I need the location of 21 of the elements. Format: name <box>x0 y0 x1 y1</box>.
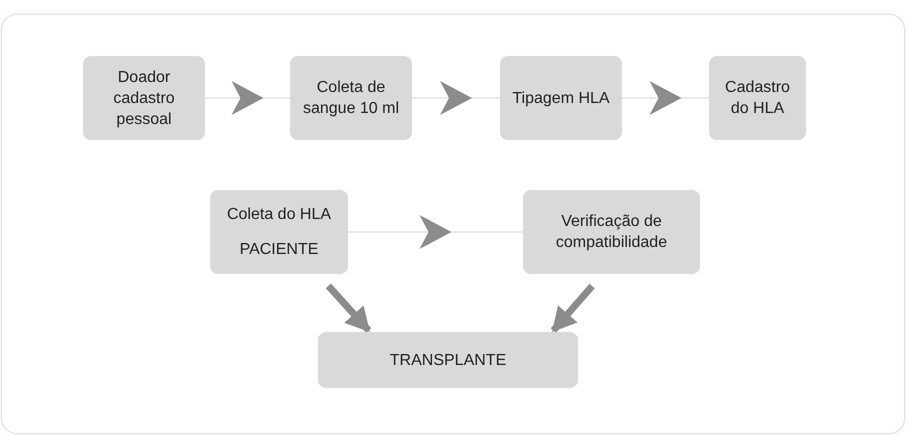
process-box <box>318 332 578 388</box>
process-box <box>83 56 205 140</box>
process-box <box>709 56 806 140</box>
box-label: Doador cadastro pessoal <box>112 68 176 130</box>
process-box <box>210 190 348 274</box>
chevron-arrow <box>412 81 500 115</box>
process-box <box>500 56 622 140</box>
box-label: Tipagem HLA <box>512 88 610 108</box>
box-label: TRANSPLANTE <box>390 350 506 370</box>
box-label: Coleta de sangue 10 ml <box>302 78 400 119</box>
arrow <box>326 284 372 333</box>
arrow <box>550 284 595 333</box>
box-label: Cadastro do HLA <box>724 78 791 119</box>
process-box <box>523 190 700 274</box>
box-label: Verificação de compatibilidade <box>554 212 668 253</box>
process-box <box>290 56 412 140</box>
box-label: PACIENTE <box>240 240 318 260</box>
chevron-arrow <box>348 215 524 249</box>
chevron-arrow <box>622 81 710 115</box>
box-label: Coleta do HLA <box>226 205 332 225</box>
chevron-arrow <box>204 81 290 115</box>
